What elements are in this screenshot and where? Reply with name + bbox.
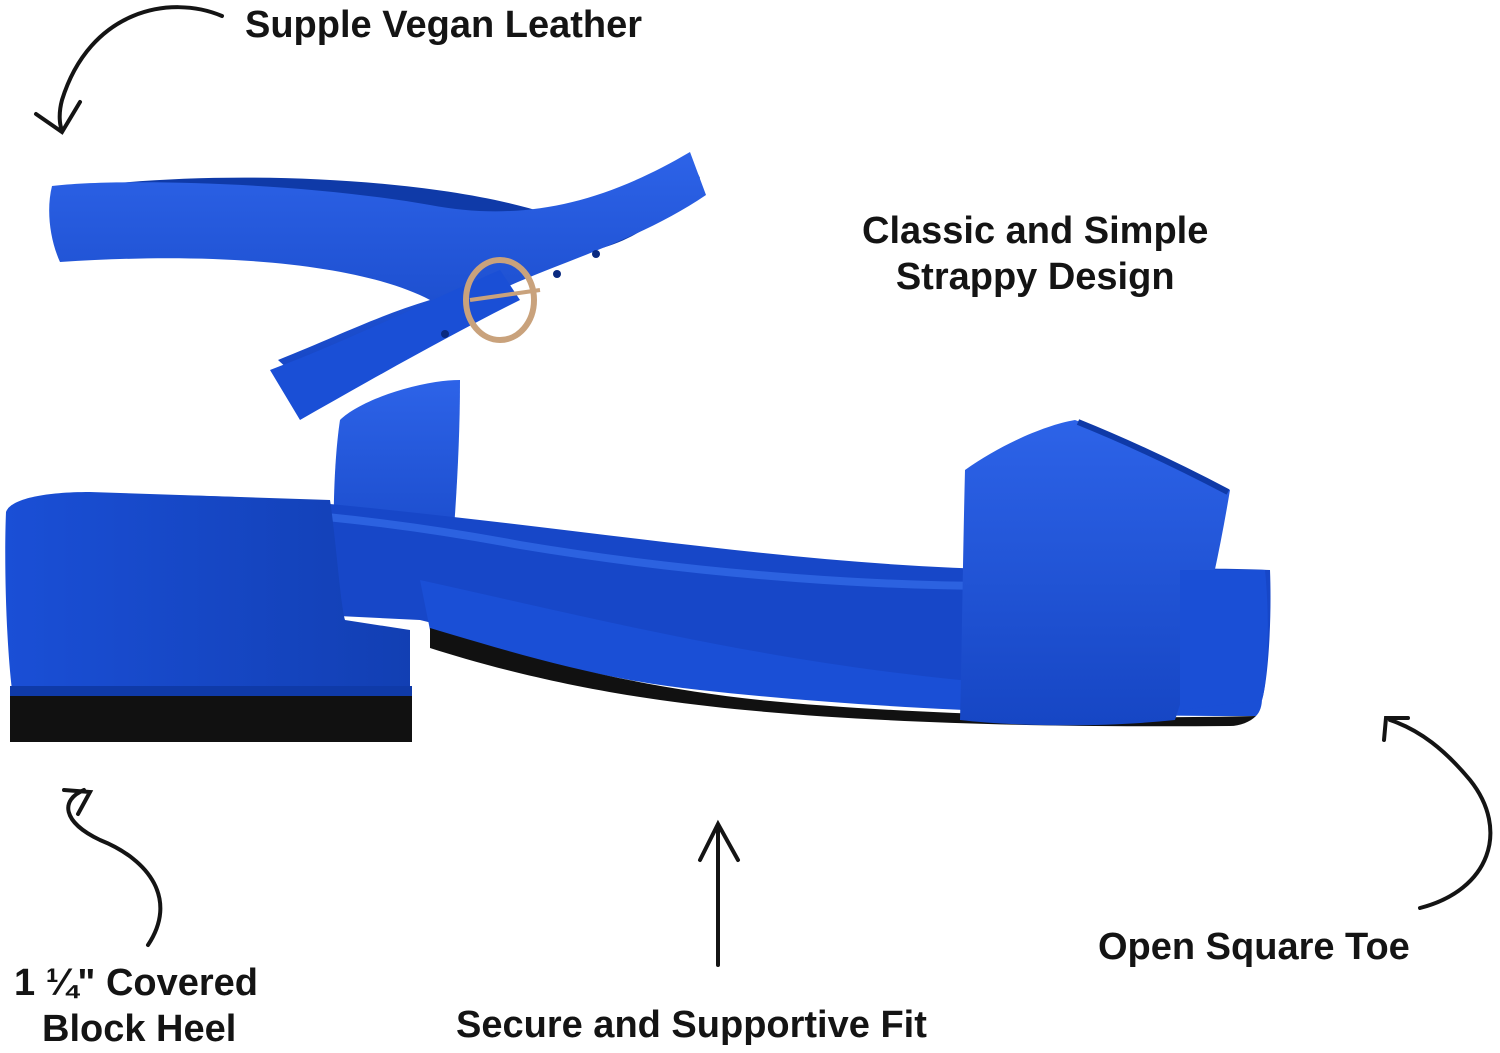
toe-bed: [1180, 570, 1268, 710]
strap-hole: [592, 250, 600, 258]
callout-vegan-leather: Supple Vegan Leather: [245, 4, 642, 46]
ankle-strap: [49, 152, 707, 380]
callout-line: 1 ¼" Covered: [14, 962, 259, 1004]
callout-line: Block Heel: [42, 1008, 237, 1051]
buckle: [463, 257, 537, 343]
strap-hole: [441, 330, 449, 338]
callout-block-heel: 1 ¼" Covered Block Heel: [14, 960, 258, 1053]
callout-line: Classic and Simple: [862, 210, 1209, 252]
curved-arrow-icon: [34, 5, 224, 135]
toe-strap: [960, 420, 1230, 726]
strap-hole: [553, 270, 561, 278]
callout-strappy-design: Classic and Simple Strappy Design: [862, 208, 1208, 301]
straight-up-arrow-icon: [698, 819, 740, 967]
heel-sole: [10, 690, 412, 742]
curved-arrow-icon: [1382, 716, 1493, 910]
curved-arrow-icon: [62, 788, 163, 947]
callout-line: Strappy Design: [895, 256, 1175, 299]
block-heel: [5, 492, 410, 690]
callout-square-toe: Open Square Toe: [1098, 926, 1410, 968]
outsole: [430, 628, 1256, 727]
callout-supportive-fit: Secure and Supportive Fit: [456, 1004, 927, 1046]
buckle-strap: [270, 270, 520, 420]
